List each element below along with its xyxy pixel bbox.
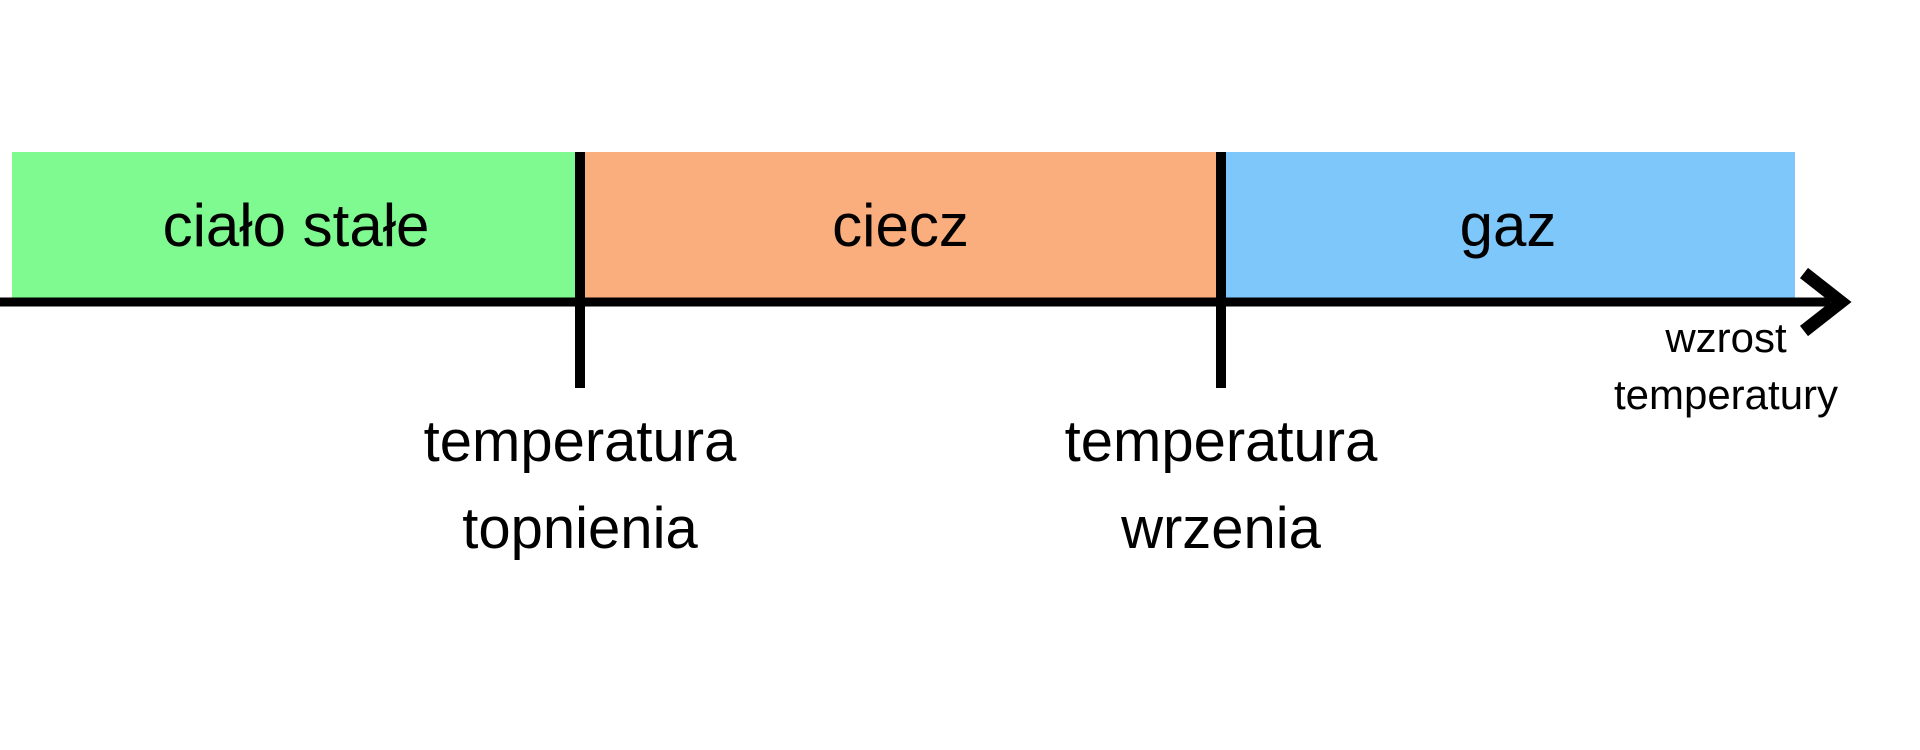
- band-gas-state: gaz: [1221, 152, 1795, 298]
- axis-label: wzrost temperatury: [1613, 314, 1839, 418]
- boiling-point-label: temperatura wrzenia: [1064, 409, 1378, 561]
- band-liquid-state: ciecz: [580, 152, 1221, 298]
- band-solid-label: ciało stałe: [162, 191, 430, 259]
- band-solid-state: ciało stałe: [12, 152, 580, 298]
- melting-point-label: temperatura topnienia: [423, 409, 737, 561]
- band-liquid-label: ciecz: [832, 191, 969, 259]
- band-gas-label: gaz: [1459, 191, 1557, 259]
